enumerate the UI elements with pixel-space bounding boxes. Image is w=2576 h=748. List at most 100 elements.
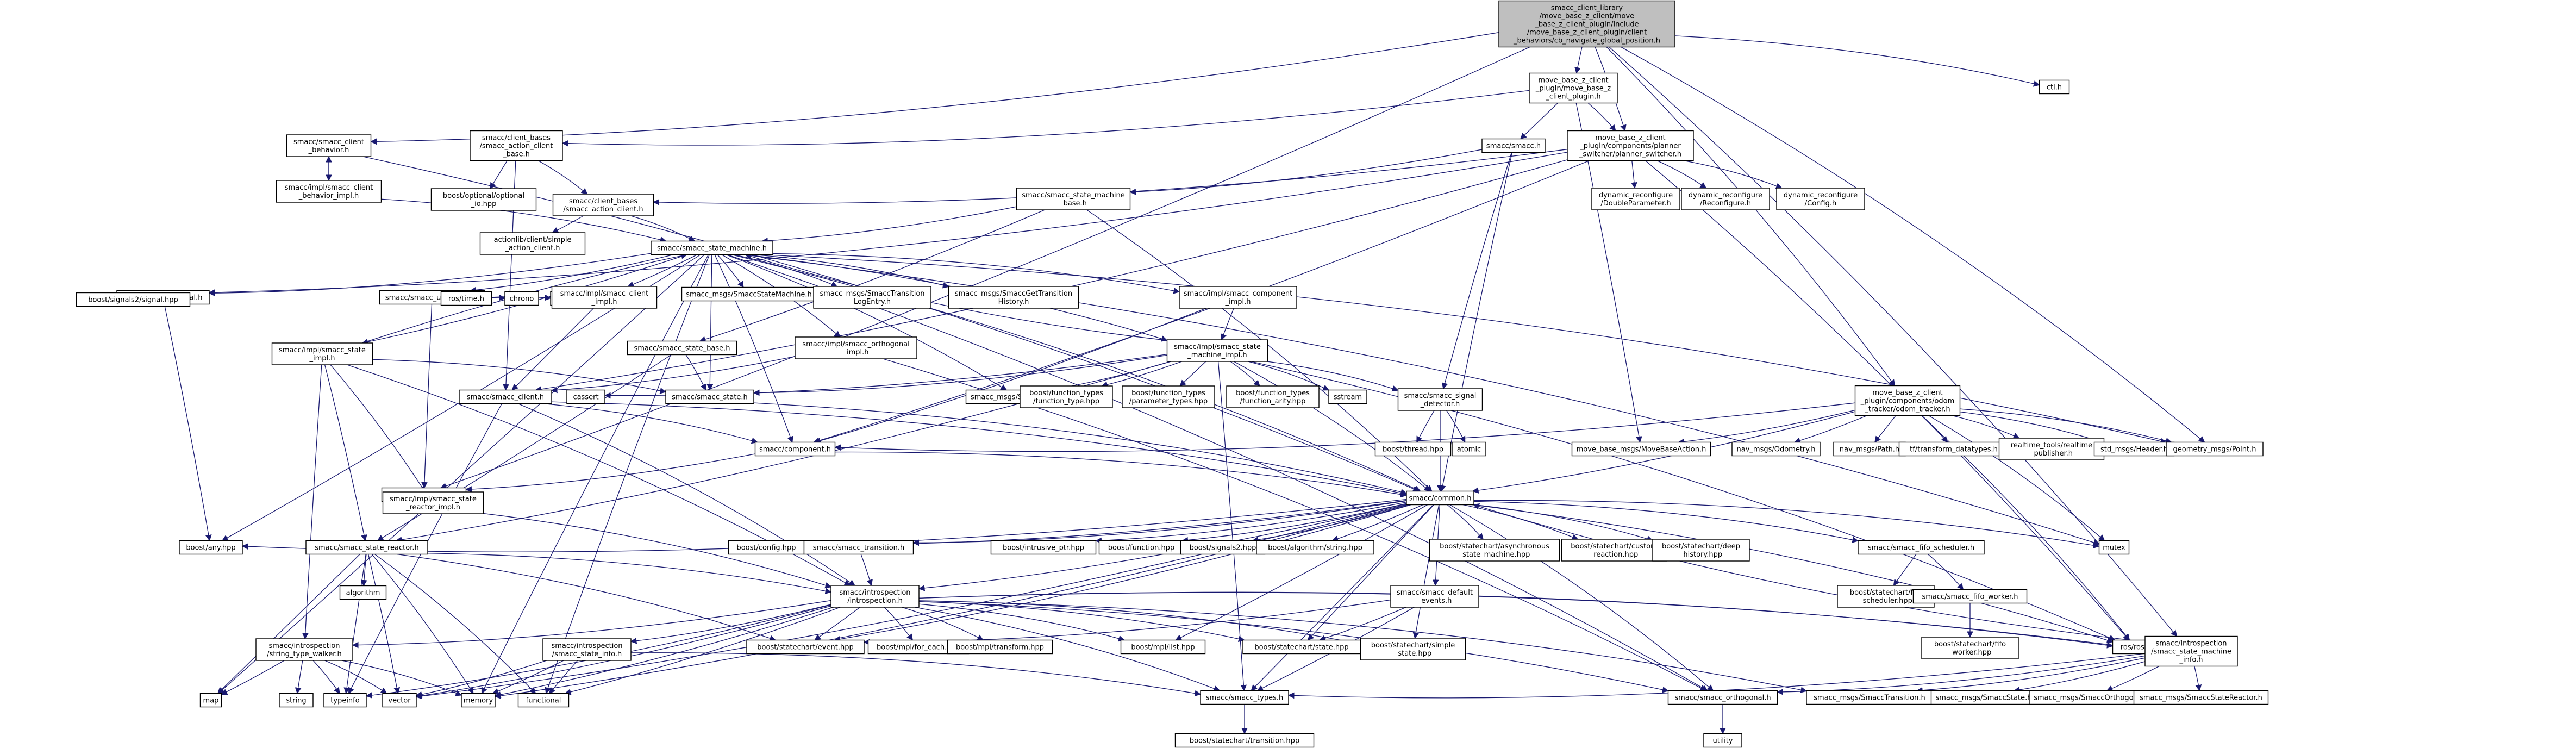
node-intrusive-ptr: boost/intrusive_ptr.hpp — [990, 540, 1097, 555]
node-label-line: smacc/impl/smacc_state — [390, 495, 477, 503]
node-smacc-client[interactable]: smacc/smacc_client.h — [459, 389, 552, 404]
node-label-line: _publisher.h — [2030, 450, 2073, 458]
edge-sm-info-to-msg-transition — [1916, 657, 2146, 694]
node-label-line: _action_client.h — [504, 244, 560, 252]
edge-line — [1473, 501, 1859, 543]
node-box — [1016, 188, 1131, 210]
edge-state-info-to-functional — [548, 660, 578, 694]
edge-line — [208, 253, 652, 297]
node-label-line: cassert — [573, 394, 598, 402]
edge-line — [538, 160, 588, 195]
node-bf-arity: boost/function_types/function_arity.hpp — [1226, 385, 1320, 408]
node-state-machine-base[interactable]: smacc/smacc_state_machine_base.h — [1016, 188, 1131, 210]
node-label: smacc/impl/smacc_state_machine_impl.h — [1174, 343, 1261, 359]
edge-common-to-boost-function — [1181, 503, 1407, 544]
node-planner-switcher[interactable]: move_base_z_client_plugin/components/pla… — [1567, 130, 1694, 161]
node-client-impl[interactable]: smacc/impl/smacc_client_impl.h — [551, 286, 658, 309]
edge-line — [1472, 504, 2114, 644]
node-box — [1898, 441, 2009, 457]
node-label: dynamic_reconfigure/Reconfigure.h — [1689, 191, 1762, 208]
node-label-line: nav_msgs/Path.h — [1840, 446, 1899, 454]
edge-line — [1893, 554, 1917, 586]
node-action-client-base[interactable]: smacc/client_bases/smacc_action_client_b… — [470, 130, 563, 161]
node-label-line: boost/intrusive_ptr.hpp — [1003, 544, 1084, 552]
node-smacc-h[interactable]: smacc/smacc.h — [1481, 138, 1546, 153]
node-signal-detector[interactable]: smacc/smacc_signal_detector.h — [1397, 388, 1483, 411]
node-introspection[interactable]: smacc/introspection/introspection.h — [830, 585, 920, 608]
node-state-machine[interactable]: smacc/smacc_state_machine.h — [651, 240, 773, 255]
node-label-line: smacc/smacc_signal — [1404, 392, 1477, 400]
edge-sm-info-to-common — [1473, 503, 2146, 643]
node-state-impl[interactable]: smacc/impl/smacc_state_impl.h — [271, 342, 373, 365]
node-default-events[interactable]: smacc/smacc_default_events.h — [1390, 585, 1479, 608]
node-mpl-list: boost/mpl/list.hpp — [1120, 639, 1206, 654]
edge-component-impl-to-component — [814, 308, 1206, 444]
node-smacc-types[interactable]: smacc/smacc_types.h — [1200, 690, 1289, 705]
edge-state-impl-to-state-reactor-impl — [330, 364, 426, 493]
node-box — [1256, 540, 1374, 555]
node-label-line: boost/statechart/state.hpp — [1254, 644, 1348, 652]
node-label: boost/statechart/deep_history.hpp — [1662, 543, 1740, 559]
edge-line — [397, 553, 776, 641]
node-odom-tracker[interactable]: move_base_z_client_plugin/components/odo… — [1854, 385, 1961, 416]
node-common[interactable]: smacc/common.h — [1406, 490, 1474, 506]
node-label-line: /smacc_action_client — [480, 142, 553, 151]
edge-line — [1684, 160, 1783, 189]
edge-sm-info-to-msg-state — [2014, 661, 2146, 693]
node-label-line: smacc/smacc_default — [1397, 589, 1473, 597]
node-state-reactor[interactable]: smacc/smacc_state_reactor.h — [305, 540, 428, 555]
edge-sm-impl-to-signal-detector — [1267, 361, 1399, 392]
node-root[interactable]: smacc_client_library/move_base_z_client/… — [1498, 0, 1675, 48]
node-box — [1498, 0, 1675, 48]
node-label-line: smacc/smacc_client — [293, 138, 364, 146]
edge-sm-info-to-msg-orthogonal — [2106, 665, 2160, 691]
edge-line — [1179, 361, 1206, 387]
edge-line — [295, 660, 303, 694]
node-label-line: /move_base_z_client/move — [1540, 13, 1634, 21]
node-label: smacc_msgs/SmaccStateReactor.h — [2140, 694, 2262, 702]
node-box — [179, 540, 243, 555]
node-state-base[interactable]: smacc/smacc_state_base.h — [627, 340, 737, 356]
node-fifo-scheduler[interactable]: smacc/smacc_fifo_scheduler.h — [1858, 540, 1985, 555]
node-label-line: _plugin/components/odom — [1860, 397, 1955, 406]
node-client-behavior-impl[interactable]: smacc/impl/smacc_client_behavior_impl.h — [276, 180, 382, 203]
node-client-behavior[interactable]: smacc/smacc_client_behavior.h — [286, 134, 372, 157]
node-state-reactor-impl[interactable]: smacc/impl/smacc_state_reactor_impl.h — [382, 491, 484, 514]
node-box — [2166, 441, 2264, 457]
node-fifo-worker[interactable]: smacc/smacc_fifo_worker.h — [1912, 589, 2028, 604]
node-label: move_base_z_client_plugin/components/odo… — [1860, 389, 1955, 414]
node-box — [1166, 339, 1268, 362]
node-label: memory — [464, 697, 493, 705]
node-label: nav_msgs/Path.h — [1840, 446, 1899, 454]
node-label-line: /smacc_action_client.h — [563, 205, 643, 214]
node-action-client[interactable]: smacc/client_bases/smacc_action_client.h — [552, 194, 654, 216]
node-box — [1481, 138, 1546, 153]
node-component-impl[interactable]: smacc/impl/smacc_component_impl.h — [1179, 286, 1297, 309]
node-label-line: boost/statechart/deep — [1662, 543, 1740, 551]
edge-line — [552, 215, 584, 233]
node-sm-info[interactable]: smacc/introspection/smacc_state_machine_… — [2144, 635, 2238, 667]
node-nav-odom: nav_msgs/Odometry.h — [1731, 441, 1821, 457]
edge-common-to-rosros — [1472, 504, 2114, 644]
node-smacc-transition[interactable]: smacc/smacc_transition.h — [803, 540, 914, 555]
node-box — [2039, 79, 2070, 95]
node-sm-impl[interactable]: smacc/impl/smacc_state_machine_impl.h — [1166, 339, 1268, 362]
edge-common-to-fifo-scheduler — [1473, 501, 1859, 543]
node-label-line: smacc/impl/smacc_client — [285, 184, 373, 192]
node-box — [1174, 733, 1315, 748]
edge-introspection-to-mpl-for-each — [884, 607, 913, 641]
node-orthogonal-impl[interactable]: smacc/impl/smacc_orthogonal_impl.h — [795, 336, 917, 359]
node-smacc-state[interactable]: smacc/smacc_state.h — [665, 389, 754, 404]
node-smacc-orthogonal[interactable]: smacc/smacc_orthogonal.h — [1667, 690, 1778, 705]
node-mb-plugin[interactable]: move_base_z_client_plugin/move_base_z_cl… — [1529, 72, 1618, 104]
node-box — [627, 340, 737, 356]
node-box — [990, 540, 1097, 555]
node-label-line: _base.h — [502, 151, 530, 159]
edge-line — [1473, 503, 2146, 643]
node-state-info[interactable]: smacc/introspection/smacc_state_info.h — [542, 638, 632, 661]
node-string-type-walker[interactable]: smacc/introspection/string_type_walker.h — [255, 638, 353, 661]
edge-line — [1412, 504, 1440, 639]
edge-smacc-state-to-common — [753, 402, 1408, 495]
edge-line — [324, 364, 367, 541]
node-component[interactable]: smacc/component.h — [754, 441, 836, 457]
